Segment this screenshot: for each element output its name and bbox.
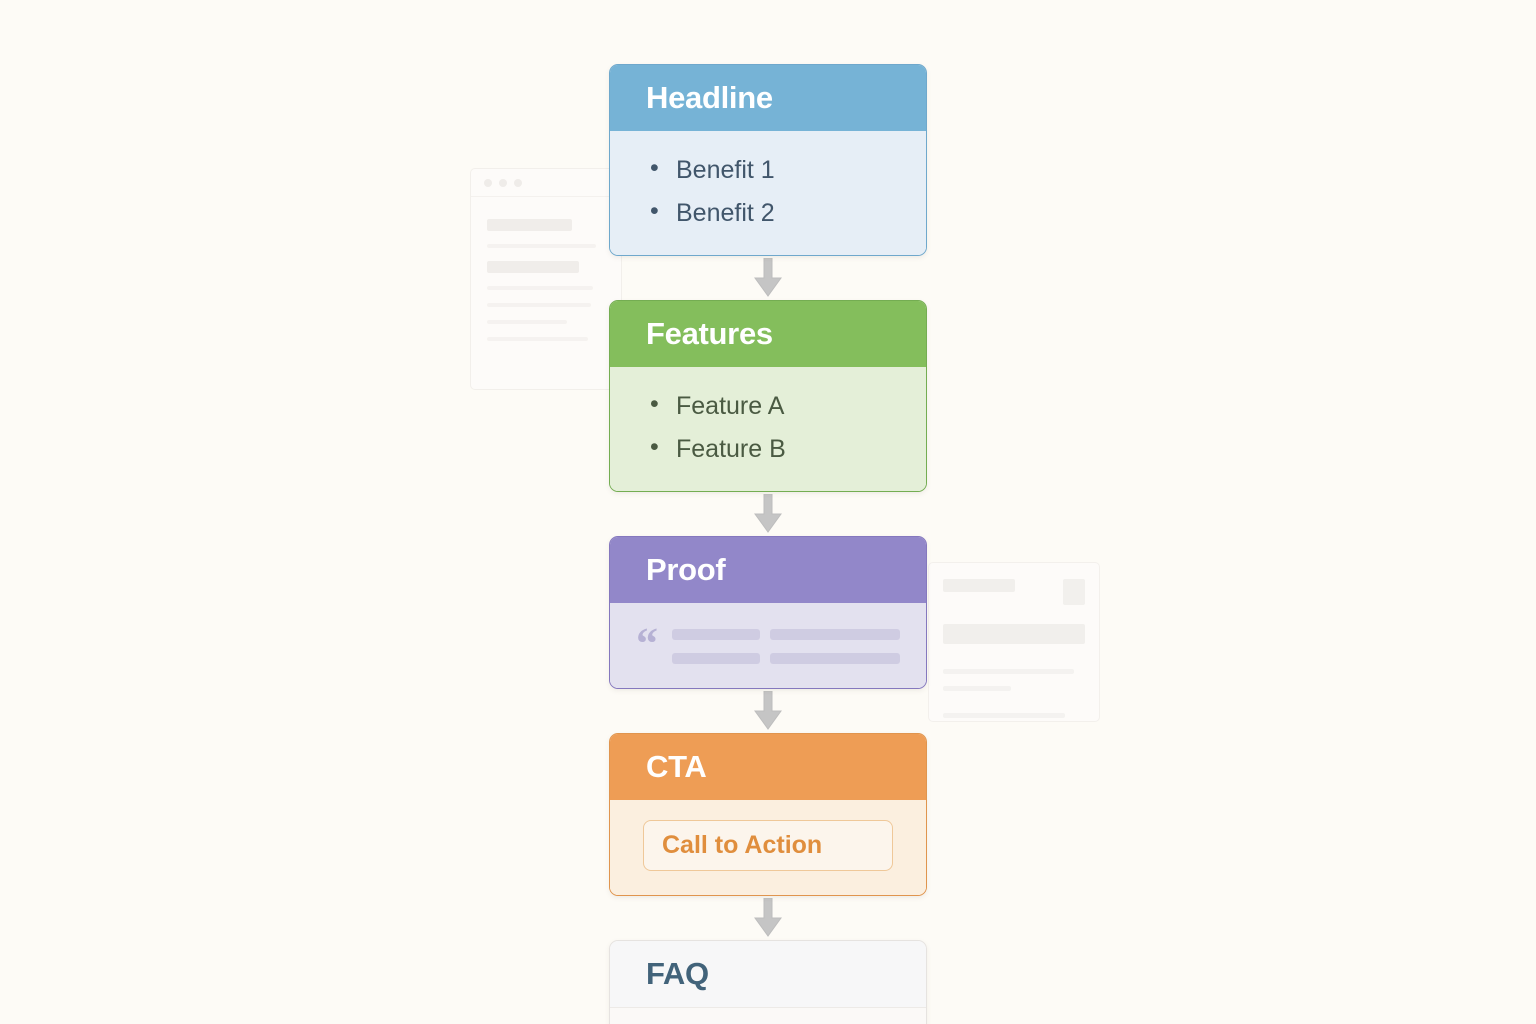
card-body-faq: Question 1 Question 2 — [610, 1007, 926, 1024]
list-item: Benefit 2 — [646, 192, 890, 235]
ghost-skeleton-bar — [943, 579, 1015, 592]
ghost-skeleton-bar — [487, 320, 568, 324]
flow-card-headline[interactable]: Headline Benefit 1 Benefit 2 — [609, 64, 927, 256]
ghost-skeleton-bar — [943, 669, 1074, 674]
card-title-faq: FAQ — [610, 940, 926, 1008]
quote-icon: “ — [636, 618, 658, 668]
ghost-traffic-light-dot — [514, 178, 522, 187]
list-item: Feature B — [646, 428, 890, 471]
call-to-action-button[interactable]: Call to Action — [643, 819, 893, 871]
down-arrow-icon — [754, 493, 782, 533]
skeleton-bar — [770, 628, 900, 640]
ghost-browser-body — [471, 197, 621, 341]
ghost-skeleton-bar — [487, 286, 594, 290]
skeleton-row — [672, 628, 900, 640]
down-arrow-icon — [754, 690, 782, 730]
ghost-skeleton-bar — [487, 337, 589, 341]
flow-card-cta[interactable]: CTA Call to Action — [609, 732, 927, 896]
flow-connector-features-to-proof — [609, 492, 927, 536]
down-arrow-icon — [754, 897, 782, 937]
skeleton-row — [672, 652, 900, 664]
skeleton-bar — [672, 652, 760, 664]
card-body-features: Feature A Feature B — [610, 366, 926, 491]
ghost-skeleton-bar — [487, 261, 580, 273]
flow-card-features[interactable]: Features Feature A Feature B — [609, 299, 927, 492]
card-title-proof: Proof — [610, 536, 926, 603]
ghost-traffic-light-dot — [499, 178, 507, 187]
card-body-proof: “ — [610, 602, 926, 688]
card-title-cta: CTA — [610, 733, 926, 800]
benefit-list: Benefit 1 Benefit 2 — [646, 149, 890, 235]
ghost-content-panel — [928, 562, 1100, 722]
ghost-skeleton-bar — [487, 219, 572, 231]
ghost-browser-window — [470, 168, 622, 390]
flow-connector-headline-to-features — [609, 256, 927, 300]
ghost-traffic-light-dot — [484, 178, 492, 187]
ghost-skeleton-bar — [943, 713, 1066, 718]
flow-connector-cta-to-faq — [609, 896, 927, 940]
skeleton-bar — [672, 628, 760, 640]
list-item: Feature A — [646, 385, 890, 428]
flow-card-proof[interactable]: Proof “ — [609, 535, 927, 689]
flow-card-faq[interactable]: FAQ Question 1 Question 2 — [609, 939, 927, 1024]
testimonial-placeholder: “ — [636, 618, 900, 668]
card-body-cta: Call to Action — [610, 799, 926, 895]
card-body-headline: Benefit 1 Benefit 2 — [610, 130, 926, 255]
ghost-skeleton-bar — [487, 244, 596, 248]
ghost-skeleton-bar — [943, 686, 1012, 691]
skeleton-bar — [770, 652, 900, 664]
landing-page-flow-diagram: Headline Benefit 1 Benefit 2 Features Fe… — [609, 64, 927, 1024]
down-arrow-icon — [754, 257, 782, 297]
ghost-panel-row — [943, 579, 1085, 605]
card-title-features: Features — [610, 300, 926, 367]
feature-list: Feature A Feature B — [646, 385, 890, 471]
testimonial-skeleton-lines — [672, 623, 900, 664]
list-item: Benefit 1 — [646, 149, 890, 192]
card-title-headline: Headline — [610, 65, 926, 131]
ghost-skeleton-square — [1063, 579, 1085, 605]
ghost-skeleton-bar — [943, 624, 1085, 644]
ghost-skeleton-bar — [487, 303, 591, 307]
flow-connector-proof-to-cta — [609, 689, 927, 733]
ghost-browser-titlebar — [471, 169, 621, 197]
